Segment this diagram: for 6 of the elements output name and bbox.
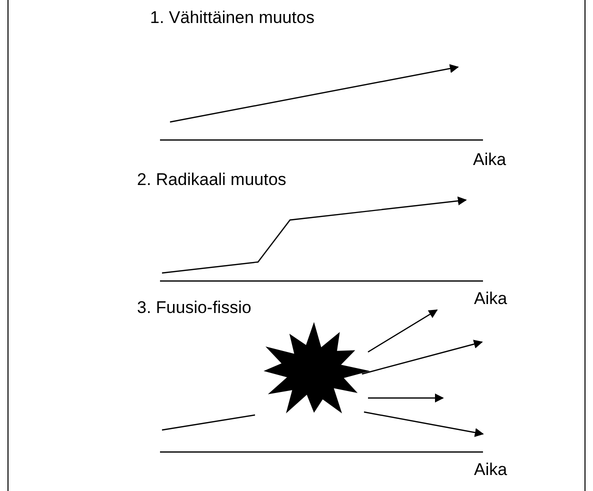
axis-label: Aika <box>473 150 506 170</box>
panel-heading: 3. Fuusio-fissio <box>137 298 252 318</box>
axis-label: Aika <box>474 460 508 480</box>
panel-heading: 1. Vähittäinen muutos <box>150 8 314 28</box>
axis-label: Aika <box>474 289 508 309</box>
panel-heading: 2. Radikaali muutos <box>137 170 286 190</box>
